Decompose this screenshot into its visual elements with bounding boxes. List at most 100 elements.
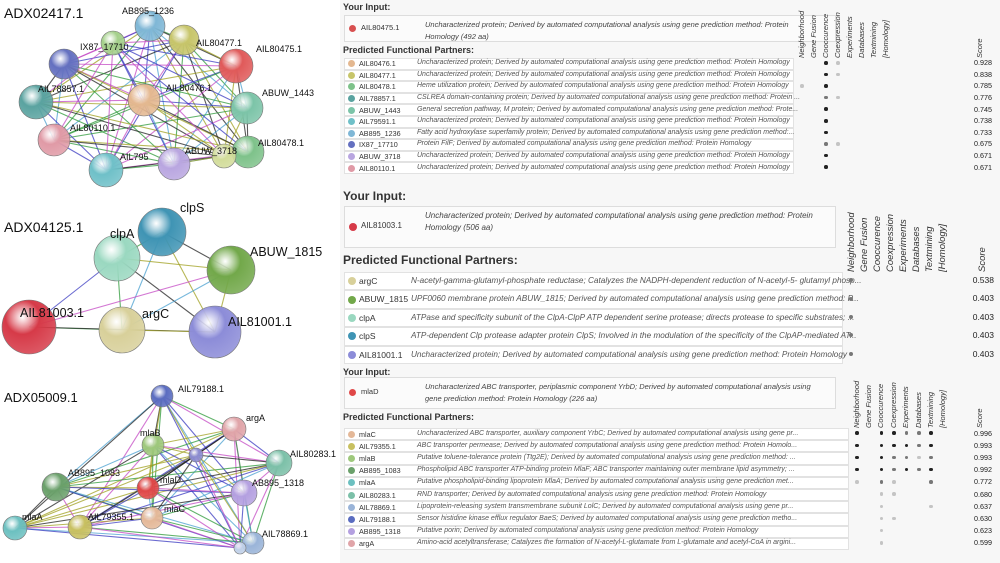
evidence-dot (855, 455, 859, 460)
evidence-dot (879, 467, 884, 472)
input-protein-description: Uncharacterized protein; Derived by auto… (425, 20, 789, 29)
evidence-dot (917, 455, 921, 460)
input-protein-box: AIL80475.1 Uncharacterized protein; Deriv… (344, 15, 836, 42)
input-protein-box: AIL81003.1 Uncharacterized protein; Deriv… (344, 206, 836, 248)
protein-color-dot (348, 540, 355, 548)
network-edge (63, 63, 237, 67)
partner-name: AIL80478.1 (359, 82, 396, 92)
partner-score: 0.637 (974, 501, 992, 511)
protein-color-dot (348, 503, 355, 511)
network-edge (55, 454, 197, 488)
network-node (188, 447, 204, 463)
network-edge (151, 395, 163, 519)
node-label: AIL80477.1 (196, 38, 242, 48)
network-edge (79, 526, 254, 544)
protein-color-dot (348, 277, 356, 286)
evidence-dot (879, 528, 884, 533)
node-label: ABUW_1815 (250, 245, 322, 259)
network-node (230, 479, 258, 507)
network-node (41, 472, 71, 502)
partner-description: Protein FilF; Derived by automated compu… (417, 140, 752, 148)
network-edge (151, 517, 254, 544)
evidence-header: Cooccurence (876, 383, 886, 428)
network-edge (147, 487, 254, 544)
node-label: AIL81003.1 (20, 306, 84, 320)
network-edge (143, 99, 248, 109)
partner-description: Uncharacterized protein; Derived by auto… (417, 163, 790, 171)
node-label: mlaB (140, 428, 161, 438)
partner-name: ABUW_3718 (359, 151, 401, 161)
network-edge (147, 462, 280, 489)
node-label: AIL81001.1 (228, 315, 292, 329)
evidence-dot (824, 165, 828, 169)
evidence-header: Textmining (925, 391, 935, 428)
evidence-dot (849, 315, 853, 319)
evidence-dot (929, 480, 933, 484)
evidence-dot (824, 107, 828, 111)
evidence-header: Score (974, 37, 984, 58)
node-label: AIL80475.1 (256, 44, 302, 54)
partner-name: ABUW_1815 (359, 294, 409, 305)
input-protein-name: AIL81003.1 (361, 221, 402, 230)
evidence-dot (879, 480, 884, 484)
protein-color-dot (348, 95, 355, 103)
network-node (93, 234, 141, 282)
evidence-dot (904, 455, 909, 460)
partner-description: Phospholipid ABC transporter ATP-binding… (417, 466, 795, 474)
partner-name: AB895_1083 (359, 466, 401, 476)
partner-description: Uncharacterized protein; Derived by auto… (411, 349, 848, 359)
network-diagrams: AB895_1236AIL80477.1AIL80475.1IX87_17710… (1, 5, 336, 555)
protein-color-dot (348, 295, 356, 304)
partner-score: 0.992 (974, 465, 992, 475)
your-input-title: Your Input: (343, 2, 391, 12)
network-edge (252, 462, 280, 544)
evidence-header: Gene Fusion (863, 384, 873, 428)
partner-score: 0.403 (972, 293, 994, 304)
network-edge (63, 63, 175, 165)
input-protein-name: AIL80475.1 (361, 22, 400, 32)
protein-color-dot (348, 515, 355, 523)
evidence-header: Cooccurence (820, 13, 830, 58)
protein-color-dot (348, 350, 356, 359)
network-edge (152, 428, 235, 446)
network-edge (55, 428, 235, 488)
node-label: AIL80283.1 (290, 449, 336, 459)
network-node (140, 506, 164, 530)
evidence-header: Coexpression (888, 381, 898, 428)
network-edge (53, 25, 151, 141)
network-edge (105, 107, 248, 171)
network-edge (53, 139, 225, 157)
network-edge (79, 526, 241, 549)
network-title: ADX02417.1 (4, 5, 84, 21)
network-edge (79, 462, 280, 528)
partner-description: ATPase and specificity subunit of the Cl… (411, 312, 855, 322)
network-node (221, 416, 247, 442)
evidence-dot (879, 443, 884, 448)
partner-name: AIL78869.1 (359, 502, 396, 512)
network-edge (161, 395, 280, 464)
network-edge (28, 269, 232, 328)
network-edge (14, 395, 163, 529)
evidence-dot (824, 72, 828, 77)
evidence-header: [Homology] (880, 19, 890, 58)
evidence-dot (849, 351, 853, 356)
evidence-dot (892, 516, 896, 521)
network-node (230, 91, 264, 125)
network-edge (152, 444, 241, 549)
evidence-dot (824, 130, 828, 135)
evidence-dot (879, 516, 884, 521)
network-edge (151, 517, 241, 549)
input-protein-description: Uncharacterized protein; Derived by auto… (425, 211, 813, 220)
network-edge (55, 444, 154, 488)
evidence-header: [Homology] (936, 223, 948, 272)
partner-name: ABUW_1443 (359, 105, 401, 115)
partner-description: Uncharacterized protein; Derived by auto… (417, 70, 790, 78)
partner-description: CSLREA domain-containing protein; Derive… (417, 94, 801, 102)
network-edge (79, 395, 163, 528)
partner-score: 0.623 (974, 526, 992, 536)
